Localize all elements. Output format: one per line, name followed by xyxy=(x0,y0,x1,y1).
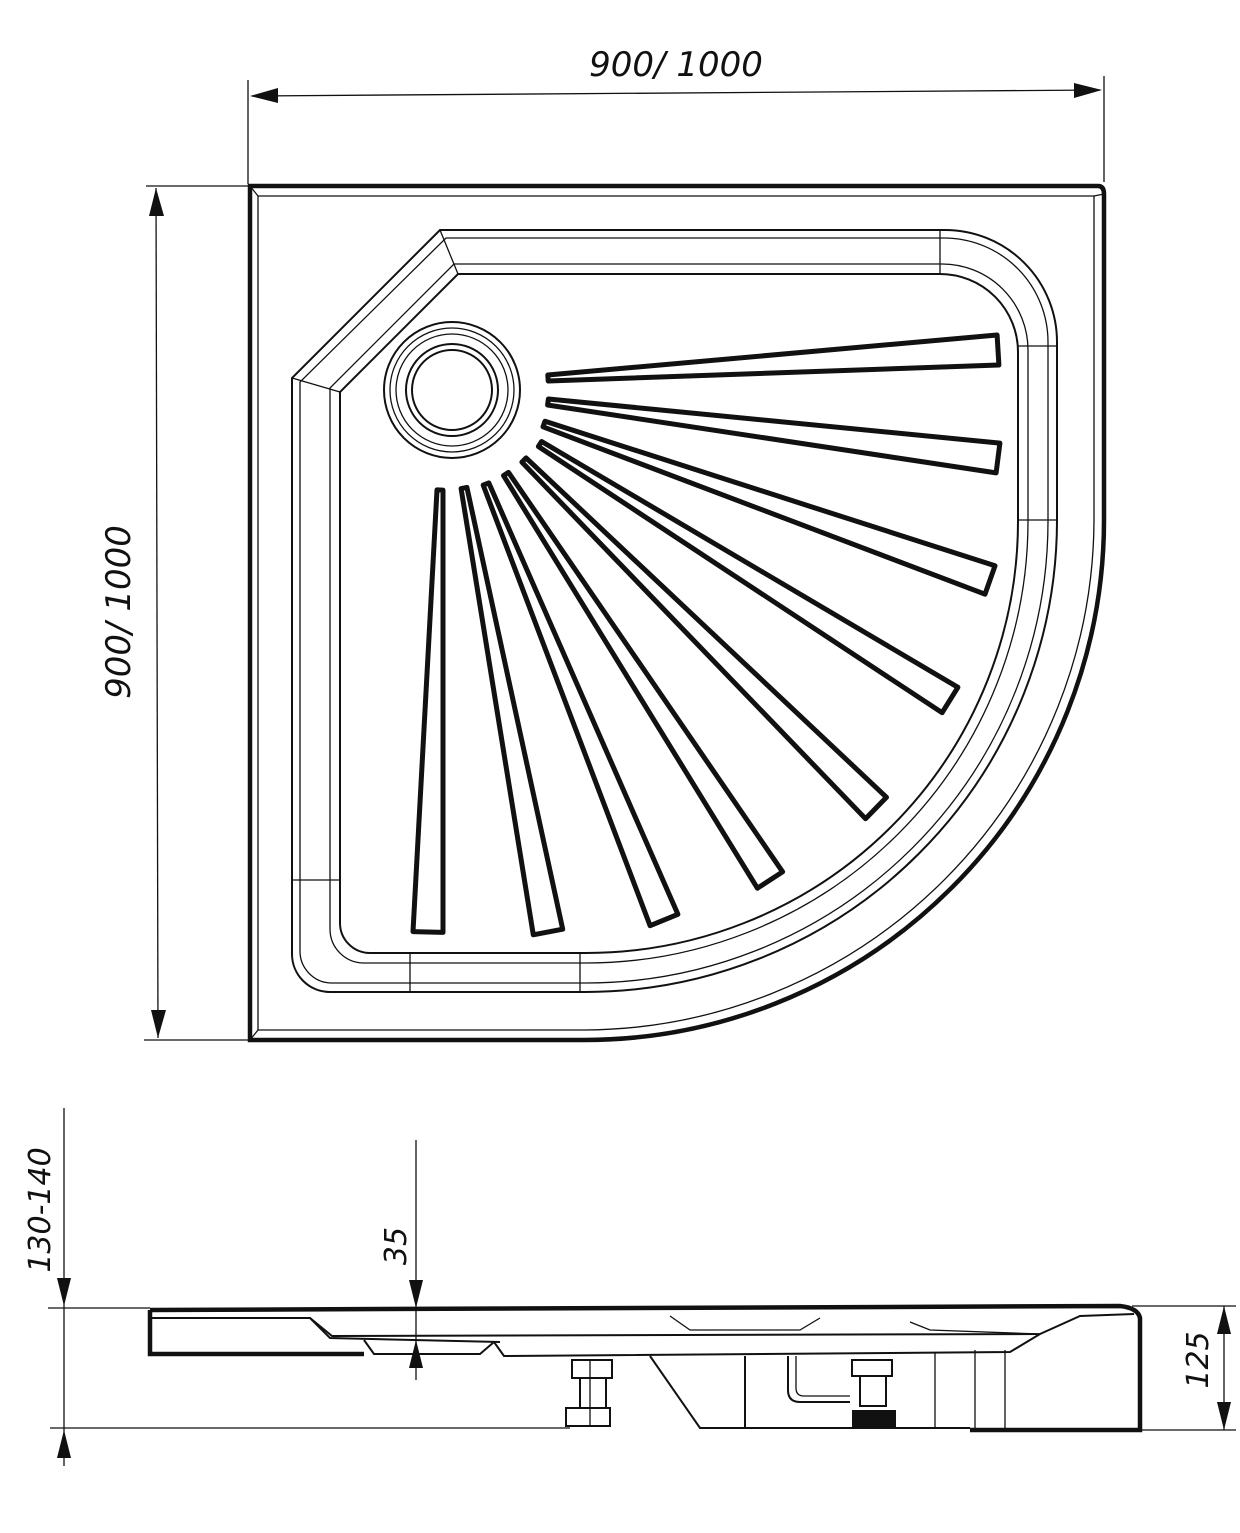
tray-outer-outline xyxy=(247,183,1107,1043)
groove-3 xyxy=(540,418,998,597)
depth-dimension-label: 900/ 1000 xyxy=(99,525,139,699)
groove-9 xyxy=(410,487,446,935)
basin-floor-outline xyxy=(339,273,1020,955)
tray-side-profile xyxy=(149,1303,1143,1433)
top-view xyxy=(247,183,1107,1043)
basin-rim-outer xyxy=(291,229,1058,993)
drain-icon xyxy=(383,321,521,459)
groove-5 xyxy=(519,455,889,822)
depth-dimension: 900/ 1000 xyxy=(99,185,248,1041)
groove-7 xyxy=(480,480,681,929)
groove-6 xyxy=(501,469,786,891)
basin-rim-mid xyxy=(299,237,1049,984)
adjustable-leg-right xyxy=(851,1359,896,1428)
tray-outer-bevel xyxy=(257,195,1095,1031)
groove-4 xyxy=(535,439,961,716)
basin-floor-inner xyxy=(329,263,1029,964)
width-dimension-label: 900/ 1000 xyxy=(589,45,763,85)
rim-depth-label: 35 xyxy=(379,1227,414,1265)
groove-8 xyxy=(458,484,566,938)
adjustable-leg-left xyxy=(565,1359,613,1427)
groove-2 xyxy=(545,396,1003,476)
width-dimension: 900/ 1000 xyxy=(247,45,1105,184)
side-view: 130-140 35 125 xyxy=(23,1108,1236,1466)
total-height-label: 130-140 xyxy=(23,1147,58,1272)
groove-1 xyxy=(545,332,1002,384)
anti-slip-grooves xyxy=(410,332,1003,938)
tray-height-label: 125 xyxy=(1181,1331,1216,1388)
